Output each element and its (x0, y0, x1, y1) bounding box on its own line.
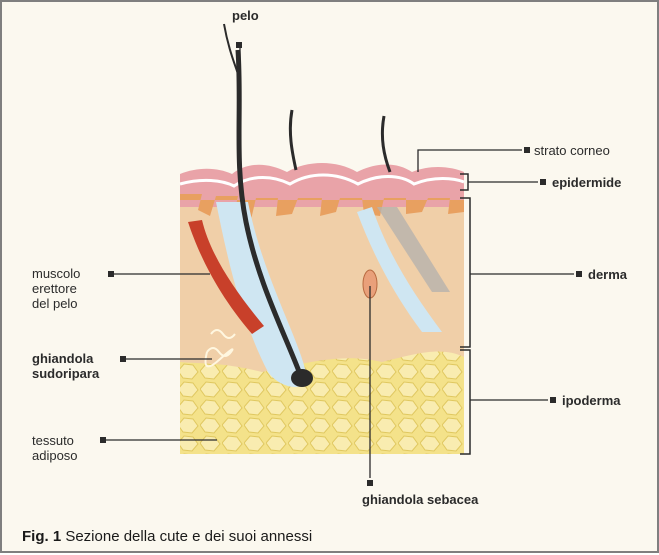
label-ghiandola-sebacea: ghiandola sebacea (362, 492, 478, 507)
hair-bulb (291, 369, 313, 387)
hair-tip (224, 24, 238, 74)
label-strato-corneo: strato corneo (534, 143, 610, 158)
label-derma: derma (588, 267, 627, 282)
hair-shaft-2 (290, 110, 296, 170)
label-sudoripara-line1: ghiandola (32, 351, 99, 366)
label-muscolo-line2: erettore (32, 281, 80, 296)
caption-prefix: Fig. 1 (22, 528, 61, 545)
label-ipoderma: ipoderma (562, 393, 621, 408)
label-pelo: pelo (232, 8, 259, 23)
label-muscolo-erettore: muscolo erettore del pelo (32, 266, 80, 311)
label-sudoripara-line2: sudoripara (32, 366, 99, 381)
label-epidermide: epidermide (552, 175, 621, 190)
hypodermis-layer (180, 350, 464, 454)
caption-text: Sezione della cute e dei suoi annessi (61, 528, 312, 545)
label-muscolo-line3: del pelo (32, 296, 80, 311)
hair-shaft-3 (382, 116, 390, 172)
figure-caption: Fig. 1 Sezione della cute e dei suoi ann… (22, 528, 312, 545)
label-ghiandola-sudoripara: ghiandola sudoripara (32, 351, 99, 381)
label-tessuto-line2: adiposo (32, 448, 78, 463)
label-muscolo-line1: muscolo (32, 266, 80, 281)
label-tessuto-adiposo: tessuto adiposo (32, 433, 78, 463)
label-tessuto-line1: tessuto (32, 433, 78, 448)
